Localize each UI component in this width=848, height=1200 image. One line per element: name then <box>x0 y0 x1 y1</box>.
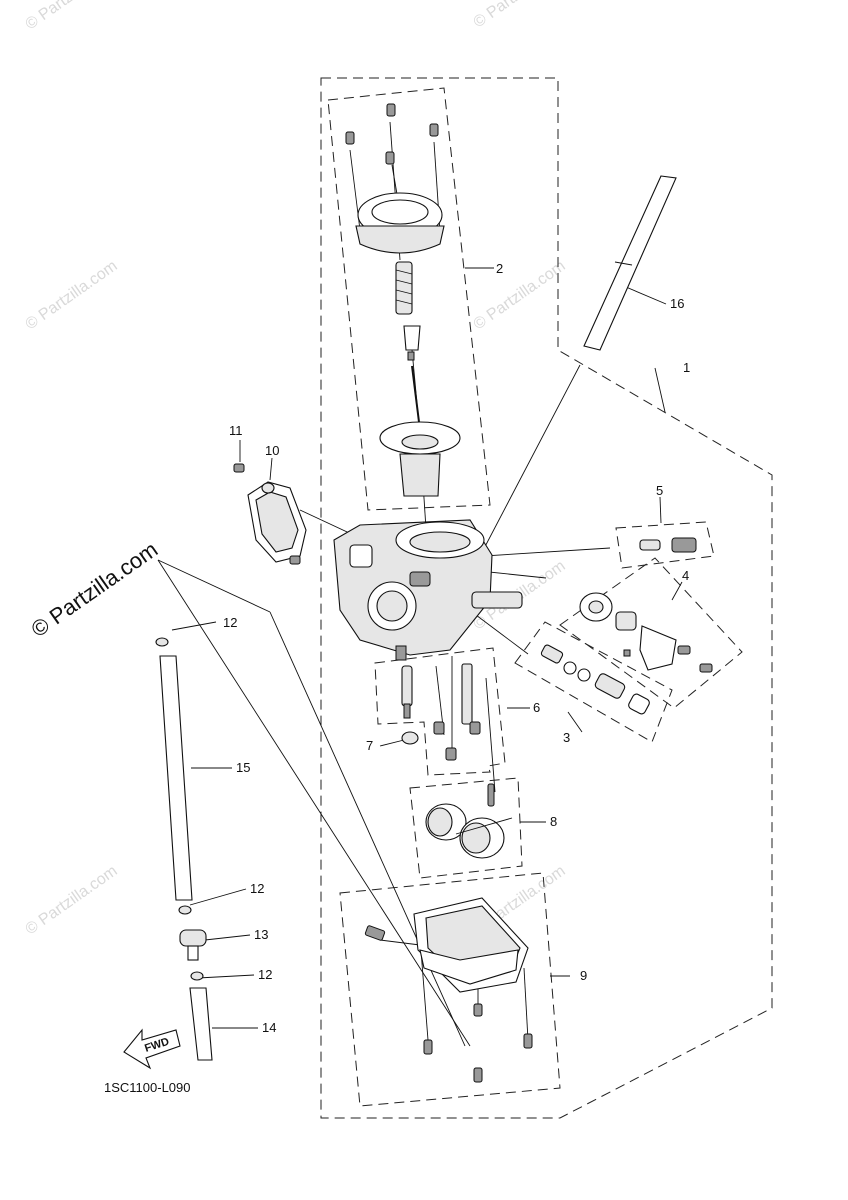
callout-1: 1 <box>683 360 690 375</box>
callout-10: 10 <box>265 443 279 458</box>
plug-icon <box>401 731 419 745</box>
watermark-text: © Partzilla.com <box>23 863 121 939</box>
piston-spring-icon <box>395 261 413 315</box>
callout-11: 11 <box>229 423 243 438</box>
callout-12-middle: 12 <box>250 881 264 896</box>
accelerator-pump-icon <box>579 592 713 673</box>
leader-lines <box>157 121 683 1047</box>
callout-2: 2 <box>496 261 503 276</box>
carburetor-body <box>333 519 523 661</box>
callouts: 1 2 3 4 5 6 7 8 9 10 11 12 12 12 13 14 1… <box>223 261 690 1035</box>
callout-8: 8 <box>550 814 557 829</box>
callout-13: 13 <box>254 927 268 942</box>
outline-group-2 <box>327 87 491 511</box>
pilot-screw-icon <box>639 537 697 553</box>
outline-group-3 <box>514 621 673 743</box>
callout-16: 16 <box>670 296 684 311</box>
callout-12-bottom: 12 <box>258 967 272 982</box>
float-chamber-icon <box>364 897 533 1083</box>
diagram-code: 1SC1100-L090 <box>104 1080 191 1095</box>
starter-plunger-icon <box>540 644 650 715</box>
outline-group-6 <box>374 647 506 776</box>
watermark-text: © Partzilla.com <box>471 258 569 334</box>
watermark-text: © Partzilla.com <box>23 0 121 33</box>
outline-group-8 <box>409 777 523 879</box>
outline-group-4 <box>559 557 743 709</box>
vent-tube-icon <box>583 175 677 351</box>
callout-3: 3 <box>563 730 570 745</box>
jet-set-icon <box>401 663 481 761</box>
watermark-text-large: © Partzilla.com <box>27 537 163 643</box>
fuel-hose-assembly <box>155 637 213 1061</box>
air-intake-gasket-icon <box>233 463 307 565</box>
callout-12-top: 12 <box>223 615 237 630</box>
outline-group-9 <box>339 872 561 1107</box>
watermark-group: © Partzilla.com © Partzilla.com © Partzi… <box>23 0 569 938</box>
callout-7: 7 <box>366 738 373 753</box>
callout-9: 9 <box>580 968 587 983</box>
vacuum-piston-assembly <box>345 103 461 497</box>
callout-4: 4 <box>682 568 689 583</box>
callout-15: 15 <box>236 760 250 775</box>
callout-6: 6 <box>533 700 540 715</box>
watermark-text: © Partzilla.com <box>471 0 569 31</box>
forward-arrow-icon: FWD <box>123 1028 181 1070</box>
outline-group-5 <box>615 521 715 569</box>
callout-14: 14 <box>262 1020 276 1035</box>
float-icon <box>425 783 513 859</box>
callout-5: 5 <box>656 483 663 498</box>
watermark-text: © Partzilla.com <box>23 258 121 334</box>
